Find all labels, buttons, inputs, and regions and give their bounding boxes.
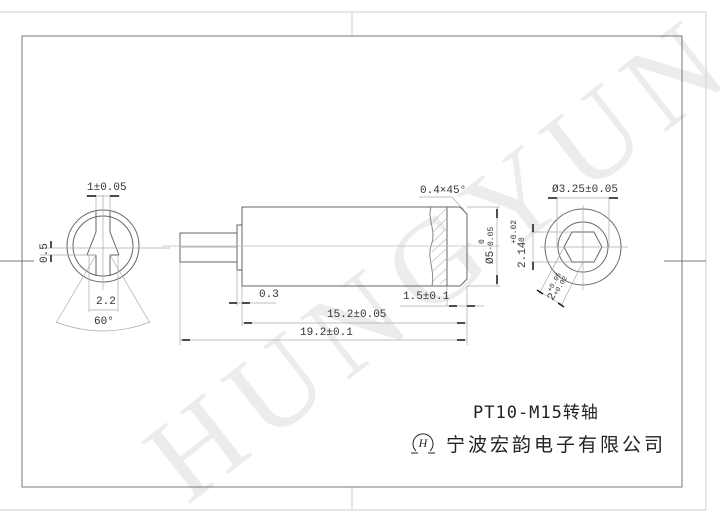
- dim-total-length: 19.2±0.1: [300, 327, 353, 339]
- company-logo-letter: H: [418, 436, 428, 450]
- dim-diameter-tol-upper: 0: [478, 239, 487, 244]
- dim-angle: 60°: [94, 316, 114, 328]
- dim-slot-width: 1±0.05: [87, 182, 127, 194]
- dim-hex-height: 2.14: [517, 241, 529, 268]
- dim-width: 2.2: [96, 296, 116, 308]
- dim-offset: 0.5: [39, 243, 51, 263]
- dim-body-length: 15.2±0.05: [327, 309, 387, 321]
- dim-diameter-tol-lower: -0.05: [487, 226, 496, 251]
- company-name: 宁波宏韵电子有限公司: [446, 434, 667, 456]
- left-view: [66, 209, 140, 283]
- dim-hole-diameter: Ø3.25±0.05: [552, 184, 619, 196]
- part-title: PT10-M15转轴: [473, 403, 599, 423]
- dim-flange: 0.3: [259, 289, 279, 301]
- dim-diameter-value: Ø5: [485, 250, 497, 264]
- dim-chamfer: 0.4×45°: [420, 185, 467, 197]
- dim-hole-depth: 1.5±0.1: [403, 291, 450, 303]
- company-logo-icon: [411, 433, 435, 454]
- dim-hex-height-tol-lower: 0: [518, 237, 527, 242]
- dim-diameter: Ø5-0.05: [485, 226, 497, 264]
- front-view: [179, 206, 468, 287]
